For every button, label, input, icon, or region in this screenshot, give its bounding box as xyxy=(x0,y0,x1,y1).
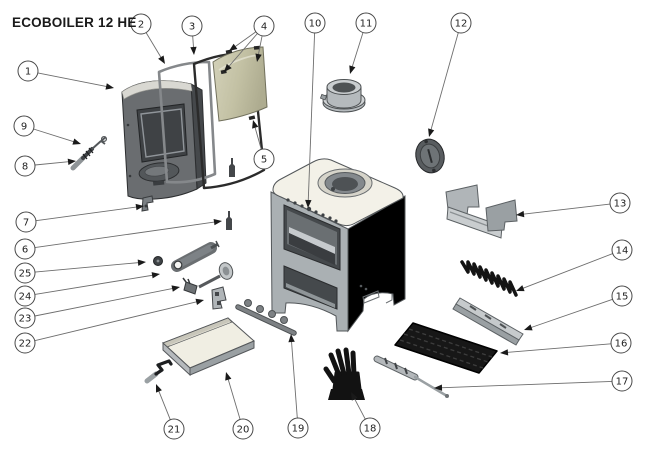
callout-2: 2 xyxy=(130,13,165,64)
stove-body xyxy=(270,158,406,333)
callout-3: 3 xyxy=(181,15,203,55)
callout-9: 9 xyxy=(13,115,81,145)
fire-grate xyxy=(394,322,498,374)
callout-17: 17 xyxy=(434,370,633,392)
callout-25: 25 xyxy=(14,259,146,284)
svg-text:1: 1 xyxy=(25,67,31,78)
ash-pan xyxy=(162,317,255,377)
callout-21: 21 xyxy=(156,384,185,440)
callout-15: 15 xyxy=(524,285,633,331)
svg-text:17: 17 xyxy=(616,377,629,388)
svg-text:19: 19 xyxy=(292,424,305,435)
svg-text:9: 9 xyxy=(21,122,27,133)
callout-1: 1 xyxy=(17,60,114,90)
door-handle-recess xyxy=(138,162,180,186)
svg-text:23: 23 xyxy=(19,314,32,325)
glass-gasket xyxy=(192,51,266,190)
blanking-plate xyxy=(415,138,445,174)
svg-text:6: 6 xyxy=(22,245,28,256)
svg-text:25: 25 xyxy=(19,269,32,280)
air-hole-row xyxy=(286,198,338,223)
callout-19: 19 xyxy=(287,334,309,439)
callout-12: 12 xyxy=(428,12,472,137)
svg-text:16: 16 xyxy=(615,339,628,350)
door-seal-gasket xyxy=(157,60,217,184)
flue-opening xyxy=(317,168,373,198)
flue-collar xyxy=(319,79,366,113)
baffle-bracket xyxy=(445,184,518,239)
callout-11: 11 xyxy=(349,12,377,74)
callout-22: 22 xyxy=(14,298,204,354)
callout-4: 4 xyxy=(224,15,275,72)
callout-18: 18 xyxy=(351,392,381,439)
callout-16: 16 xyxy=(500,332,632,356)
svg-text:8: 8 xyxy=(22,162,28,173)
callout-14: 14 xyxy=(516,239,633,292)
svg-text:10: 10 xyxy=(309,19,322,30)
callout-10: 10 xyxy=(304,12,326,208)
door-latch xyxy=(141,195,154,212)
cool-handle-tool xyxy=(144,359,173,384)
log-fret xyxy=(235,299,297,336)
ashpan-opening xyxy=(283,265,338,310)
callout-8: 8 xyxy=(14,155,76,177)
callout-13: 13 xyxy=(516,192,631,218)
coil-baffle xyxy=(460,260,518,297)
svg-text:18: 18 xyxy=(364,424,377,435)
svg-text:21: 21 xyxy=(168,425,181,436)
diagram-title: ECOBOILER 12 HE xyxy=(12,15,137,30)
svg-text:4: 4 xyxy=(261,22,267,33)
svg-text:11: 11 xyxy=(360,19,373,30)
door-handle-assembly xyxy=(70,135,108,171)
callout-5: 5 xyxy=(252,120,275,170)
svg-text:24: 24 xyxy=(19,292,32,303)
glass-fixing-pins xyxy=(226,158,235,230)
stove-glove xyxy=(323,347,365,400)
svg-text:13: 13 xyxy=(614,199,627,210)
svg-text:15: 15 xyxy=(616,292,629,303)
air-control-knob xyxy=(153,256,163,266)
callout-6: 6 xyxy=(14,219,222,260)
side-panel-details xyxy=(359,284,393,304)
svg-text:2: 2 xyxy=(138,20,144,31)
door-window xyxy=(136,103,188,163)
air-control-assembly xyxy=(182,262,234,295)
svg-text:3: 3 xyxy=(189,22,195,33)
firebox-opening xyxy=(283,204,341,271)
svg-text:5: 5 xyxy=(261,155,267,166)
fixing-bracket xyxy=(211,286,227,310)
operating-tool xyxy=(373,355,449,398)
callout-7: 7 xyxy=(15,203,144,233)
svg-text:14: 14 xyxy=(616,246,629,257)
callout-20: 20 xyxy=(225,372,254,440)
handle-bar xyxy=(171,240,220,272)
svg-text:12: 12 xyxy=(455,19,468,30)
svg-text:7: 7 xyxy=(23,218,29,229)
callout-23: 23 xyxy=(14,285,180,329)
svg-text:20: 20 xyxy=(237,425,250,436)
channel-bar xyxy=(452,297,524,346)
callout-24: 24 xyxy=(14,272,160,307)
svg-text:22: 22 xyxy=(19,339,32,350)
door xyxy=(121,80,207,200)
